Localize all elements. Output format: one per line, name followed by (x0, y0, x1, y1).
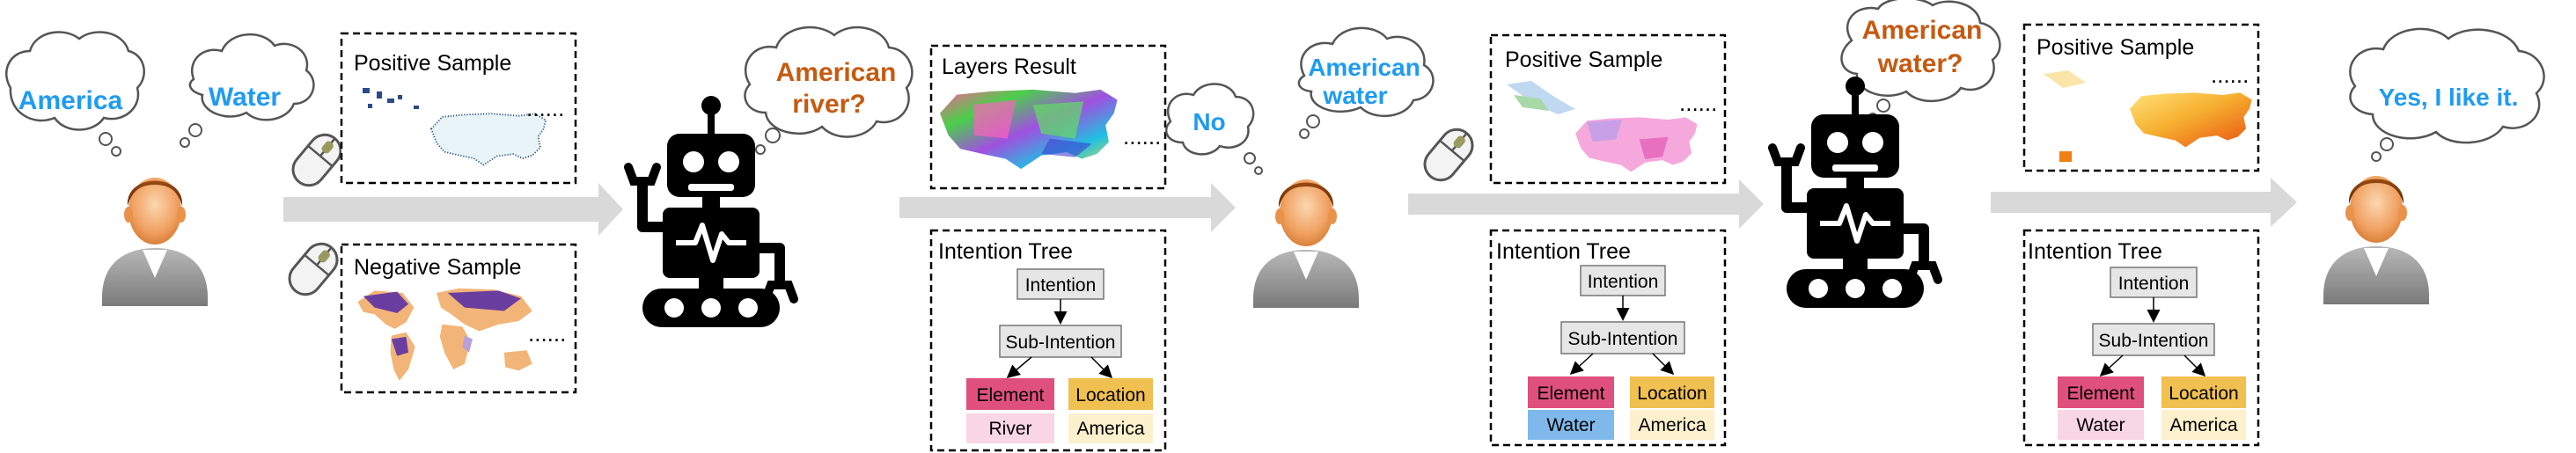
node-element-value-label-3: Water (2076, 415, 2125, 435)
node-intention-label: Intention (1025, 275, 1097, 296)
node-location-value-label-2: America (1638, 415, 1706, 435)
arrow-right-icon (1991, 178, 2297, 227)
node-intention-label-2: Intention (1588, 272, 1659, 292)
user-icon (1253, 179, 1359, 308)
negative-sample-title: Negative Sample (354, 255, 521, 280)
mouse-icon (1417, 121, 1480, 188)
robot-1: American river? (628, 26, 914, 327)
robot1-question-line2: river? (792, 90, 865, 119)
positive-sample-title: Positive Sample (354, 51, 511, 76)
node-sub-intention-label-3: Sub-Intention (2099, 331, 2209, 351)
arrow-right-icon (1408, 179, 1764, 229)
positive-sample-title-3: Positive Sample (2037, 35, 2194, 60)
node-element-value (966, 413, 1054, 443)
node-location-label-3: Location (2169, 384, 2238, 404)
node-element-value-label-2: Water (1546, 415, 1595, 435)
intention-tree-title-2: Intention Tree (1496, 239, 1631, 264)
user-icon (2323, 176, 2429, 304)
user3-thought: Yes, I like it. (2379, 84, 2519, 111)
robot-2: American water? (1772, 0, 2001, 308)
user2-thought-line1: American (1308, 54, 1420, 81)
thought-bubble-icon (1165, 26, 1435, 175)
negative-sample-map (357, 288, 532, 381)
node-element-2 (1528, 376, 1614, 408)
node-element-label: Element (976, 385, 1044, 406)
layers-result-ellipsis: ...... (1123, 123, 1161, 150)
user1-thought-water: Water (209, 83, 282, 112)
node-element-value-2 (1528, 410, 1614, 440)
intention-tree-title-3: Intention Tree (2028, 239, 2162, 264)
intention-tree-1: Intention Tree Intention Sub-Intention E… (929, 229, 1167, 452)
node-location-label: Location (1075, 385, 1145, 406)
positive-sample-dots (363, 88, 419, 109)
user2-thought-line2: water (1322, 82, 1387, 109)
node-element-3 (2058, 376, 2144, 408)
layers-result-title: Layers Result (942, 55, 1076, 79)
node-sub-intention-3 (2092, 323, 2215, 356)
user-1: America Water (5, 31, 315, 306)
node-element-value-label: River (988, 419, 1031, 439)
node-location-2 (1630, 376, 1714, 408)
node-sub-intention-label: Sub-Intention (1006, 332, 1116, 353)
node-intention-label-3: Intention (2118, 274, 2190, 294)
robot-icon (1772, 77, 1938, 308)
node-location-value (1068, 413, 1153, 443)
intention-tree-title: Intention Tree (938, 239, 1073, 264)
node-location-3 (2161, 376, 2246, 408)
positive-sample-map-2 (1575, 117, 1698, 172)
positive-sample-box-2: Positive Sample ...... (1489, 33, 1727, 185)
intention-tree-3: Intention Tree Intention Sub-Intention E… (2022, 229, 2260, 447)
node-location-value-label-3: America (2169, 415, 2237, 435)
positive-sample-box: Positive Sample ...... (340, 32, 577, 185)
node-element-label-2: Element (1537, 384, 1604, 404)
node-sub-intention-label-2: Sub-Intention (1568, 329, 1678, 349)
robot2-question-line2: water? (1877, 49, 1963, 78)
node-sub-intention-2 (1560, 321, 1685, 354)
thought-bubble-icon (5, 31, 315, 157)
negative-sample-box: Negative Sample ...... (340, 243, 577, 394)
node-location-label-2: Location (1637, 384, 1706, 404)
layers-result-map (940, 89, 1118, 170)
layers-result-box: Layers Result ...... (929, 44, 1167, 190)
robot2-question-line1: American (1862, 16, 1983, 45)
node-sub-intention (999, 325, 1122, 358)
node-location-value-2 (1630, 410, 1714, 440)
positive-sample-box-3: Positive Sample ...... (2022, 23, 2260, 172)
robot1-question-line1: American (776, 58, 897, 87)
node-element (966, 378, 1054, 410)
user-icon (102, 178, 208, 306)
user1-thought-america: America (18, 86, 123, 115)
negative-sample-ellipsis: ...... (528, 320, 566, 347)
user-2: No American water (1165, 26, 1435, 308)
node-location (1068, 378, 1153, 410)
node-location-value-label: America (1076, 419, 1144, 439)
positive-sample-ellipsis-3: ...... (2211, 62, 2249, 88)
user2-reply: No (1193, 108, 1225, 135)
thought-bubble-icon (744, 26, 914, 155)
positive-sample-title-2: Positive Sample (1505, 47, 1662, 72)
positive-sample-ellipsis: ...... (526, 95, 564, 121)
mouse-icon (282, 236, 345, 303)
arrow-right-icon (899, 183, 1236, 232)
user-3: Yes, I like it. (2323, 27, 2545, 304)
positive-sample-ellipsis-2: ...... (1679, 90, 1717, 116)
intention-tree-2: Intention Tree Intention Sub-Intention E… (1489, 229, 1727, 447)
arrow-right-icon (283, 183, 623, 236)
thought-bubble-icon (2349, 27, 2545, 162)
node-element-label-3: Element (2066, 384, 2134, 404)
node-element-value-3 (2058, 410, 2144, 440)
node-location-value-3 (2161, 410, 2246, 440)
mouse-icon (285, 127, 349, 194)
node-intention (1016, 268, 1105, 300)
